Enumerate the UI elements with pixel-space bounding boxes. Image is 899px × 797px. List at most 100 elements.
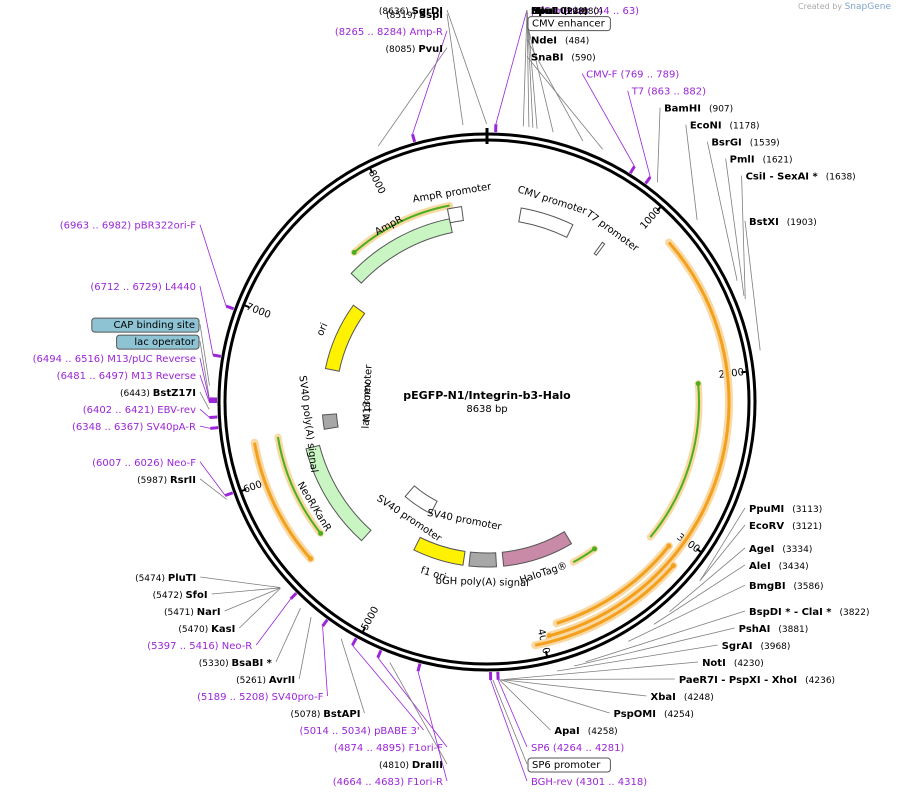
- leader-line: [522, 9, 528, 127]
- site-m13-reverse: (6481 .. 6497) M13 Reverse: [57, 371, 218, 404]
- site-bmgbi: BmgBI (3586): [628, 581, 824, 642]
- site-coord: (228): [563, 7, 587, 17]
- site-econi: EcoNI(1178): [685, 121, 760, 221]
- site-name: PpuMI: [749, 504, 784, 515]
- site-label: PmlI(1621): [730, 155, 793, 166]
- site-bstxi: BstXI(1903): [744, 217, 817, 351]
- site-label: (6494 .. 6516) M13/pUC Reverse: [33, 354, 196, 365]
- leader-line: [412, 30, 448, 135]
- site-name: DraIII: [412, 760, 443, 771]
- feature-shape: [468, 551, 498, 568]
- site-prs-marker: pRS-marker (44 .. 63): [494, 6, 639, 133]
- feature-shape: [321, 413, 339, 430]
- feature-shape: [593, 241, 606, 256]
- site-name: NruI: [531, 6, 555, 17]
- site-label: NdeI(484): [531, 36, 589, 47]
- leader-line: [322, 626, 328, 697]
- primer-mark: [210, 426, 219, 430]
- leader-line: [255, 598, 291, 646]
- site-coord: (3822): [840, 608, 870, 618]
- feature-bgh-poly-a-signal: bGH poly(A) signal: [435, 551, 529, 589]
- site-name: BmgBI: [749, 581, 786, 592]
- site-pbabe-3: (5014 .. 5034) pBABE 3': [299, 637, 424, 737]
- leader-line: [581, 73, 635, 167]
- site-name: SgrAI: [722, 641, 753, 652]
- scale-tick: [361, 626, 367, 634]
- site-label: (5078) BstAPI: [290, 709, 360, 720]
- site-label: CAP binding site: [113, 320, 195, 331]
- feature-shape: [350, 218, 453, 284]
- feature-t7-promoter: T7 promoter: [583, 208, 641, 256]
- site-l4440: (6712 .. 6729) L4440: [90, 282, 222, 358]
- site-name: PluTI: [168, 573, 196, 584]
- leader-line: [700, 507, 746, 580]
- leader-line: [377, 47, 448, 147]
- site-label: SP6 promoter: [532, 760, 601, 771]
- site-coord: (3121): [792, 522, 822, 532]
- site-cap-binding-site: CAP binding site: [91, 317, 210, 386]
- site-sspi: (8519) SspI: [386, 10, 464, 126]
- plasmid-size: 8638 bp: [466, 404, 507, 415]
- site-coord: (5987): [137, 476, 170, 486]
- inner-feature-label: lac promoter: [361, 364, 375, 429]
- annotation-arc: [253, 442, 312, 560]
- primer-mark: [376, 649, 383, 659]
- annotation-arc: [276, 436, 322, 534]
- annotation-arc-head: [351, 249, 357, 255]
- site-bpu10i: Bpu10I(180): [522, 6, 603, 127]
- site-coord: (3881): [778, 625, 808, 635]
- site-coord: (3113): [792, 505, 822, 515]
- annotation-arc-head: [318, 530, 324, 536]
- feature-sv40-poly-a-signal: SV40 poly(A) signal: [296, 375, 339, 473]
- site-lac-operator: lac operator: [116, 334, 210, 397]
- site-draiii: (4810) DraIII: [379, 662, 448, 771]
- site-name: AvrII: [269, 675, 295, 686]
- site-label: AleI(3434): [749, 561, 809, 572]
- site-label-box: [116, 334, 200, 350]
- site-coord: (5474): [135, 574, 168, 584]
- sites-layer: pRS-marker (44 .. 63)Bpu10I(180)NruI(208…: [33, 6, 870, 788]
- site-name: PvuI: [418, 44, 443, 55]
- site-name: SspI: [419, 10, 443, 21]
- site-label: (6402 .. 6421) EBV-rev: [83, 405, 196, 416]
- site-coord: (4230): [734, 659, 764, 669]
- site-m13-puc-reverse: (6494 .. 6516) M13/pUC Reverse: [33, 354, 218, 401]
- site-sgrdi: (8636) SgrDI: [379, 6, 487, 125]
- site-f1ori-f: (4874 .. 4895) F1ori-F: [334, 649, 448, 754]
- leader-line: [526, 56, 603, 150]
- site-label: SnaBI(590): [531, 53, 596, 64]
- scale-tick-label: 1000: [638, 205, 663, 231]
- site-label: (5474) PluTI: [135, 573, 196, 584]
- scale-tick: [239, 488, 247, 493]
- site-f1ori-r: (4664 .. 4683) F1ori-R: [333, 663, 448, 788]
- site-name: BsaBI *: [232, 658, 273, 669]
- leader-line: [417, 671, 448, 782]
- site-label: (8265 .. 8284) Amp-R: [335, 27, 443, 38]
- site-label: (8085) PvuI: [386, 44, 443, 55]
- site-ndei: NdeI(484): [526, 36, 589, 142]
- site-label: SgrAI(3968): [722, 641, 791, 652]
- primer-mark: [289, 592, 298, 600]
- site-coord: (1178): [730, 122, 760, 132]
- leader-line: [211, 587, 281, 595]
- site-neo-f: (6007 .. 6026) Neo-F: [92, 458, 234, 497]
- leader-line: [699, 524, 746, 582]
- feature-label: bGH poly(A) signal: [435, 576, 529, 589]
- site-name: NotI: [702, 658, 726, 669]
- site-ebv-rev: (6402 .. 6421) EBV-rev: [83, 405, 218, 419]
- credit-prefix: Created by: [798, 2, 843, 11]
- site-label: AgeI(3334): [749, 544, 812, 555]
- site-coord: (3586): [794, 582, 824, 592]
- feature-neor-kanr: NeoR/KanR: [295, 444, 372, 542]
- site-bstz17i: (6443) BstZ17I: [120, 388, 210, 410]
- site-coord: (3334): [782, 545, 812, 555]
- site-coord: (5261): [236, 676, 269, 686]
- primer-mark: [644, 176, 652, 185]
- site-name: CsiI - SexAI *: [746, 172, 819, 183]
- site-name: BstZ17I: [153, 388, 196, 399]
- site-sp6-promoter: SP6 promoter: [492, 679, 611, 773]
- site-bamhi: BamHI(907): [656, 104, 733, 183]
- site-name: SgrDI: [412, 6, 443, 17]
- site-label: (6007 .. 6026) Neo-F: [92, 458, 196, 469]
